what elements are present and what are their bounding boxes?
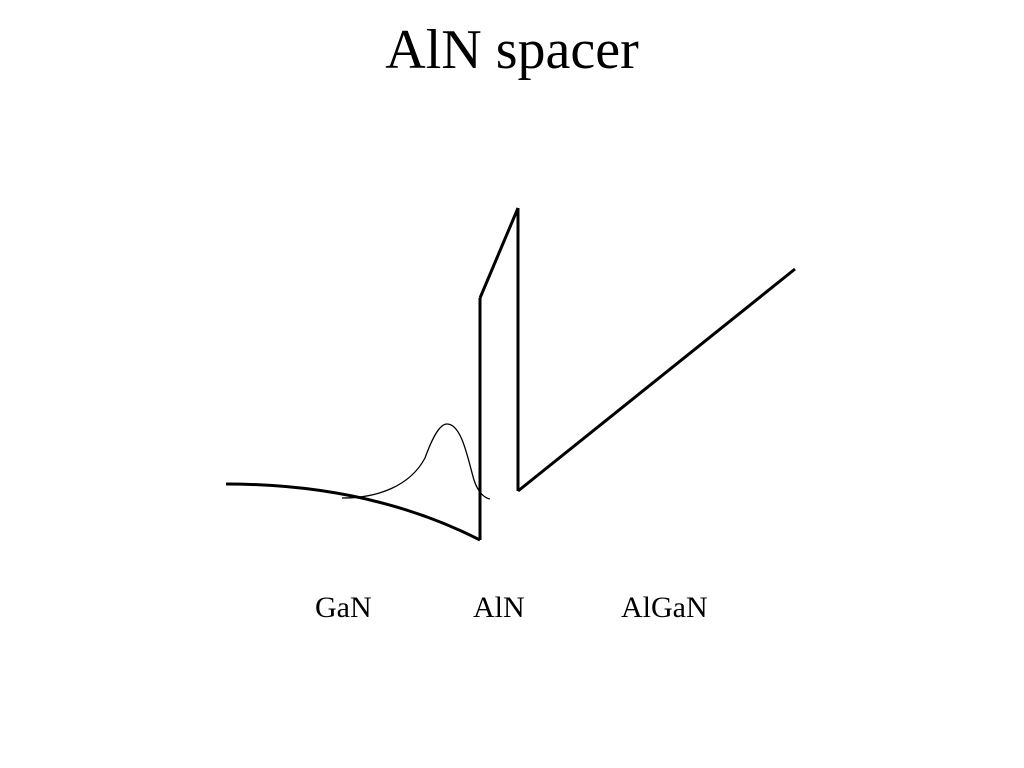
- algan-conduction-band: [517, 267, 796, 493]
- layer-label-algan: AlGaN: [621, 591, 708, 624]
- slide-title: AlN spacer: [385, 19, 639, 81]
- gan-conduction-band: [225, 482, 481, 542]
- layer-label-aln: AlN: [473, 591, 525, 624]
- aln-barrier-slope: [478, 207, 520, 299]
- layer-label-gan: GaN: [315, 591, 372, 624]
- electron-wavefunction: [341, 423, 491, 500]
